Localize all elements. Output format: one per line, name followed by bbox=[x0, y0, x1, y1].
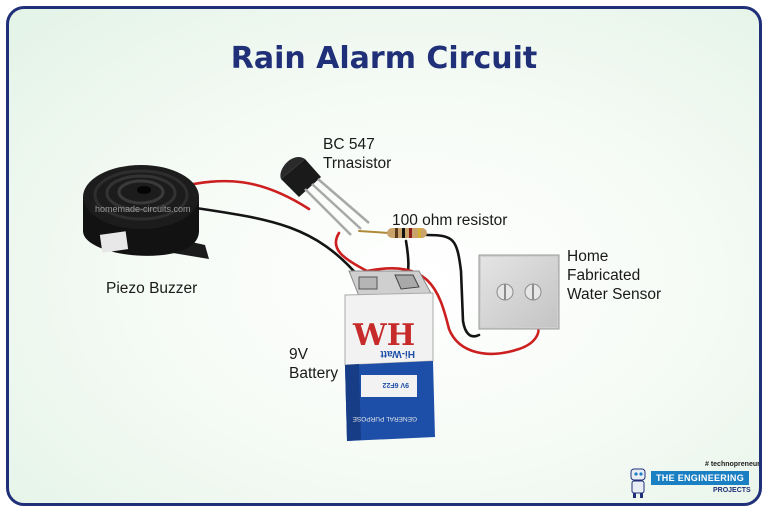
transistor-label-line1: BC 547 bbox=[323, 136, 375, 153]
page-title: Rain Alarm Circuit bbox=[230, 41, 538, 76]
sensor-label: Home Fabricated Water Sensor bbox=[567, 247, 661, 304]
transistor-label: BC 547 Trnasistor bbox=[323, 135, 391, 173]
resistor-to-sensor-wire bbox=[425, 233, 481, 338]
transistor-red-wire bbox=[334, 231, 369, 273]
transistor-to-resistor-wire bbox=[358, 230, 390, 234]
bc547-transistor bbox=[280, 157, 370, 236]
battery-label-line2: Battery bbox=[289, 365, 339, 382]
brand-name: THE ENGINEERING bbox=[651, 471, 750, 485]
sensor-label-line1: Home bbox=[567, 248, 609, 265]
battery-volts: 9V 6F22 bbox=[382, 381, 409, 388]
resistor-label: 100 ohm resistor bbox=[392, 212, 508, 229]
sensor-label-line3: Water Sensor bbox=[567, 286, 662, 303]
buzzer-label: Piezo Buzzer bbox=[106, 280, 198, 297]
battery-9v: WH Hi-Watt 9V 6F22 GENERAL PURPOSE bbox=[344, 270, 435, 441]
buzzer-watermark: homemade-circuits.com bbox=[95, 204, 191, 214]
brand-sub: PROJECTS bbox=[713, 487, 751, 494]
brand-tagline: # technopreneur bbox=[705, 461, 760, 468]
battery-general: GENERAL PURPOSE bbox=[352, 415, 417, 422]
diagram-frame: Rain Alarm Circuit bbox=[6, 6, 762, 506]
brand-logo: # technopreneur THE ENGINEERING PROJECTS bbox=[623, 461, 760, 501]
battery-brand: WH bbox=[352, 318, 415, 353]
battery-label: 9V Battery bbox=[289, 345, 338, 383]
battery-model: Hi-Watt bbox=[380, 348, 415, 359]
sensor-label-line2: Fabricated bbox=[567, 267, 641, 284]
piezo-buzzer: homemade-circuits.com bbox=[83, 165, 209, 259]
circuit-illustration: homemade-circuits.com bbox=[83, 157, 560, 441]
transistor-label-line2: Trnasistor bbox=[323, 155, 392, 172]
buzzer-black-wire bbox=[187, 205, 361, 279]
battery-label-line1: 9V bbox=[289, 346, 308, 363]
robot-icon bbox=[630, 468, 646, 498]
resistor bbox=[387, 228, 427, 238]
water-sensor bbox=[478, 254, 560, 330]
